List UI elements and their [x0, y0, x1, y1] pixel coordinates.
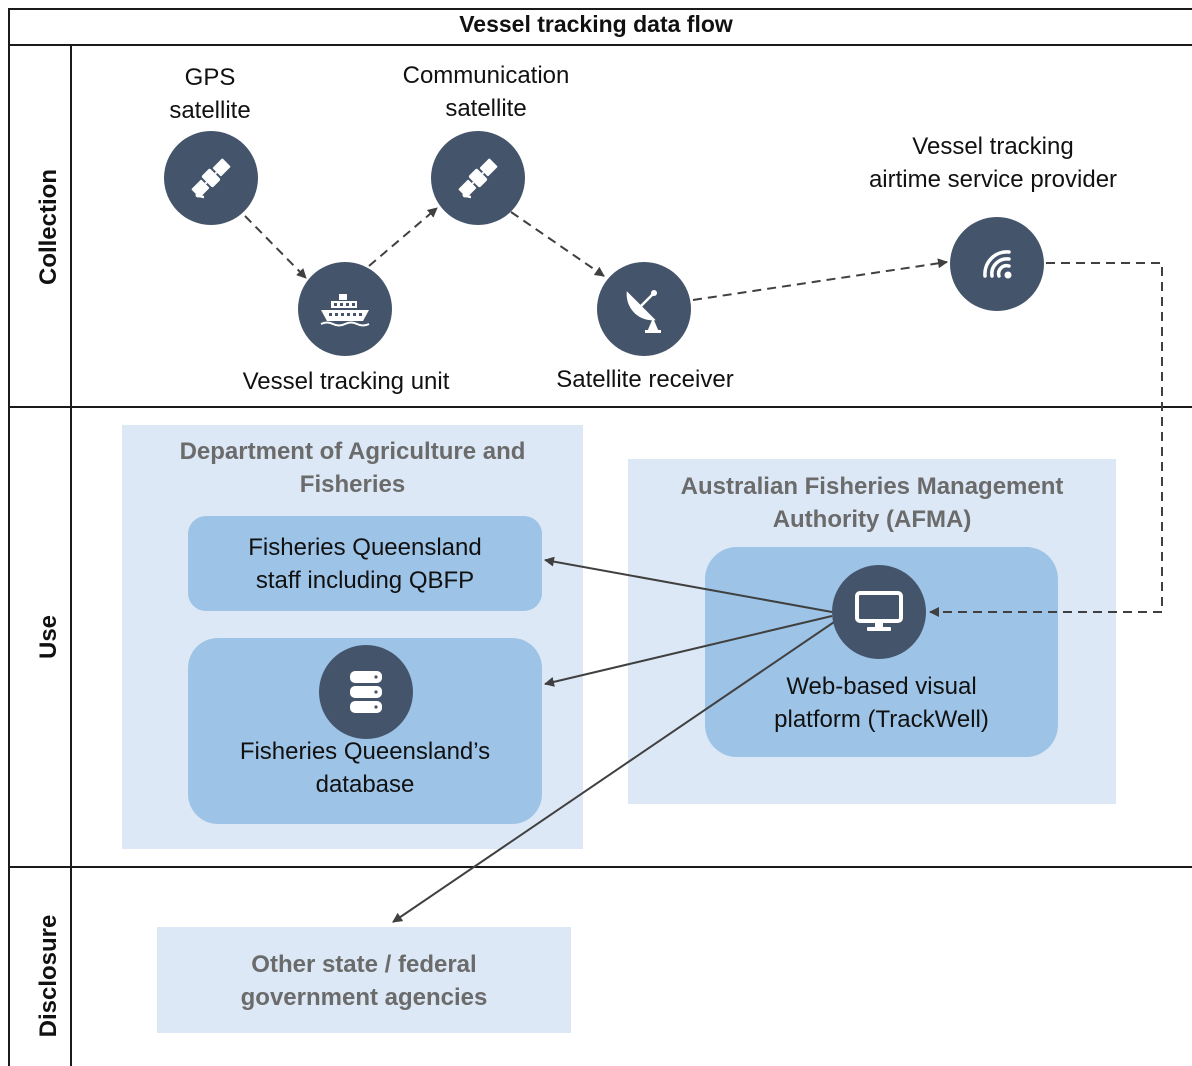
- trackwell-label: Web-based visual platform (TrackWell): [705, 670, 1058, 736]
- arrow-trackwell-to-database: [544, 615, 833, 687]
- daf-group-title: Department of Agriculture and Fisheries: [122, 435, 583, 501]
- diagram-title: Vessel tracking data flow: [459, 11, 733, 37]
- afma-title-line2: Authority (AFMA): [772, 506, 972, 533]
- gps-label-line1: GPS: [184, 64, 236, 91]
- comsat-node: [431, 131, 525, 225]
- other-agencies-line1: Other state / federal: [251, 951, 477, 978]
- fq-staff-label: Fisheries Queensland staff including QBF…: [188, 531, 542, 597]
- daf-title-line1: Department of Agriculture and: [179, 438, 526, 465]
- fq-database-line2: database: [315, 771, 415, 798]
- comsat-label-line2: satellite: [445, 95, 527, 122]
- afma-group-title: Australian Fisheries Management Authorit…: [628, 470, 1116, 536]
- fq-database-line1: Fisheries Queensland’s: [239, 738, 491, 765]
- trackwell-node: [832, 565, 926, 659]
- satellite-receiver-label: Satellite receiver: [556, 366, 734, 393]
- arrow-comsat-to-receiver: [510, 211, 605, 277]
- fq-database-label: Fisheries Queensland’s database: [188, 735, 542, 801]
- arrow-gps-to-vessel: [244, 215, 307, 279]
- comsat-label-line1: Communication: [402, 62, 570, 89]
- other-agencies-box: Other state / federal government agencie…: [157, 927, 571, 1033]
- airtime-provider-node: [950, 217, 1044, 311]
- fq-staff-box: Fisheries Queensland staff including QBF…: [188, 516, 542, 611]
- arrow-provider-to-trackwell: [929, 262, 1163, 617]
- arrow-trackwell-to-agencies: [392, 617, 841, 923]
- other-agencies-label: Other state / federal government agencie…: [157, 948, 571, 1014]
- frame-left-border: [8, 8, 10, 1066]
- satellite-icon: [458, 158, 498, 199]
- lane-divider-collection-use: [8, 406, 1192, 408]
- trackwell-line2: platform (TrackWell): [774, 706, 989, 733]
- database-icon: [350, 671, 382, 713]
- frame-top-border: [8, 8, 1192, 10]
- arrow-trackwell-to-staff: [544, 556, 833, 613]
- frame-title-divider: [8, 44, 1192, 46]
- gps-satellite-node: [164, 131, 258, 225]
- lane-divider-use-disclosure: [8, 866, 1192, 868]
- airtime-label-line2: airtime service provider: [868, 166, 1118, 193]
- daf-title-line2: Fisheries: [299, 471, 406, 498]
- monitor-icon: [855, 591, 903, 631]
- trackwell-line1: Web-based visual: [786, 673, 977, 700]
- ship-icon: [320, 294, 370, 327]
- fq-staff-line2: staff including QBFP: [255, 567, 475, 594]
- vessel-unit-label: Vessel tracking unit: [242, 368, 450, 395]
- fq-staff-line1: Fisheries Queensland: [248, 534, 482, 561]
- arrow-vessel-to-comsat: [368, 207, 438, 267]
- vessel-unit-node: [298, 262, 392, 356]
- afma-title-line1: Australian Fisheries Management: [680, 473, 1064, 500]
- satellite-icon: [191, 158, 231, 199]
- fq-database-node: [319, 645, 413, 739]
- arrow-receiver-to-provider: [692, 258, 948, 301]
- comsat-label: Communication satellite: [386, 59, 586, 125]
- satellite-dish-icon: [626, 289, 661, 333]
- satellite-receiver-node: [597, 262, 691, 356]
- wireless-signal-icon: [983, 250, 1012, 279]
- lane-label-divider: [70, 44, 72, 1066]
- airtime-provider-label: Vessel tracking airtime service provider: [838, 130, 1148, 196]
- gps-satellite-label: GPS satellite: [130, 61, 290, 127]
- other-agencies-line2: government agencies: [240, 984, 488, 1011]
- airtime-label-line1: Vessel tracking: [912, 133, 1074, 160]
- gps-label-line2: satellite: [169, 97, 251, 124]
